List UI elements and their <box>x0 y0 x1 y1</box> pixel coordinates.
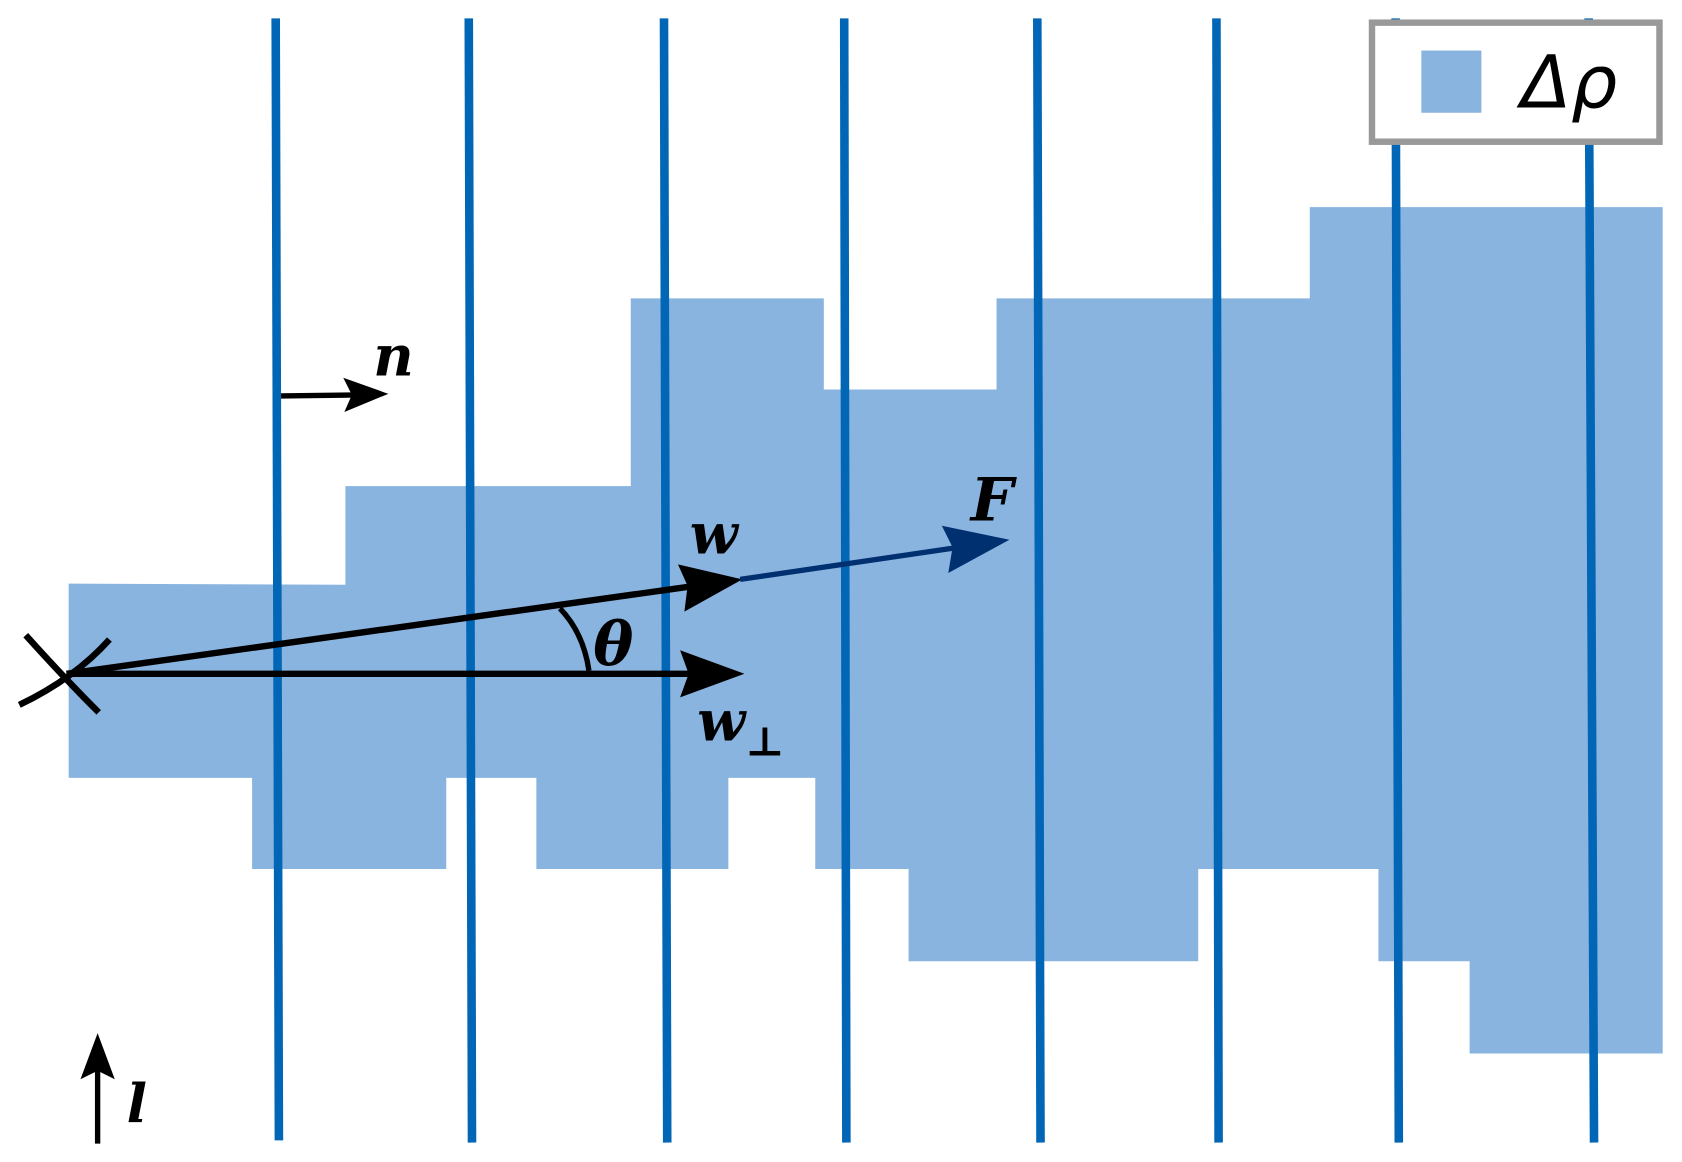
field-line <box>659 18 672 1143</box>
legend-label: Δρ <box>1516 40 1617 125</box>
f-label: F <box>969 465 1018 535</box>
field-lines <box>271 18 1599 1143</box>
f-arrowhead <box>941 525 1010 573</box>
l-label: l <box>127 1072 147 1135</box>
w-label: w <box>690 503 740 568</box>
field-line <box>1391 18 1404 1143</box>
field-line <box>839 18 851 1143</box>
field-line <box>1584 18 1599 1143</box>
field-line <box>1212 18 1223 1143</box>
w-arrow <box>66 564 743 677</box>
n-arrow <box>281 377 389 413</box>
n-arrowhead <box>343 377 389 413</box>
f-arrow <box>739 525 1010 583</box>
legend-swatch <box>1421 50 1482 113</box>
theta-arc <box>557 606 592 671</box>
w-arrowhead <box>677 564 743 612</box>
w-perp-arrow <box>66 650 745 698</box>
n-label: n <box>373 325 414 390</box>
legend-box <box>1368 19 1663 145</box>
l-arrow <box>80 1033 115 1144</box>
density-region <box>68 207 1663 1054</box>
legend: Δρ <box>1368 19 1663 145</box>
w-perp-arrowhead <box>680 650 745 698</box>
w-perp-label: w⊥ <box>697 689 784 765</box>
perp-subscript: ⊥ <box>745 717 784 765</box>
l-arrowhead <box>80 1033 115 1080</box>
field-line <box>1033 18 1045 1143</box>
theta-label: θ <box>593 610 633 680</box>
field-line <box>271 18 284 1141</box>
field-line <box>464 18 477 1143</box>
